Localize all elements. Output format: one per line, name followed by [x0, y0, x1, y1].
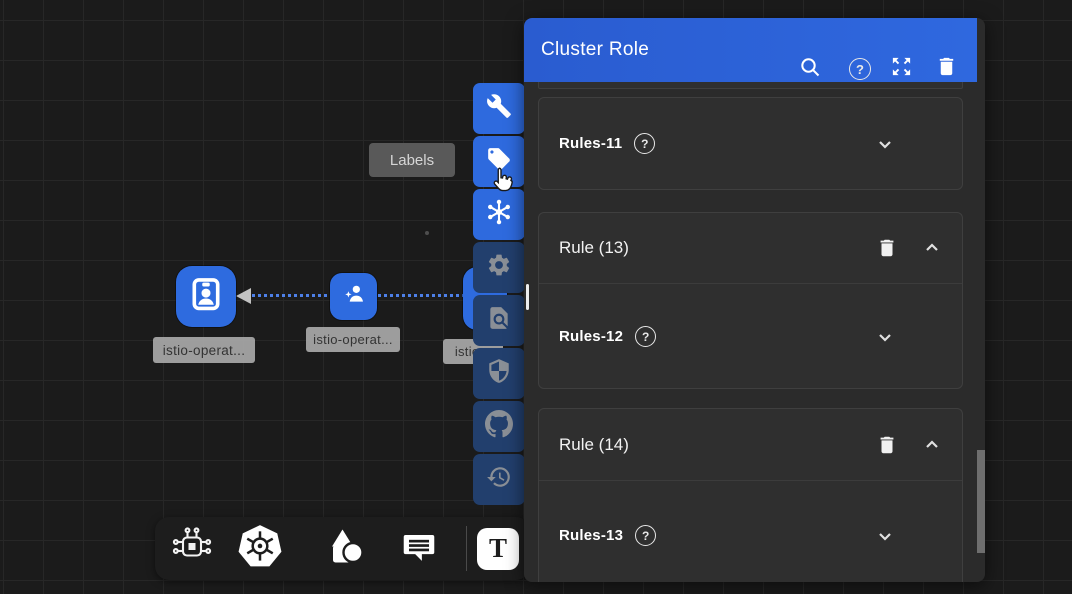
chevron-up-icon[interactable]: [920, 433, 944, 457]
node-label: istio-operat...: [153, 337, 255, 363]
field-row: Rules-12 ?: [539, 284, 962, 389]
rule-label: Rule (14): [559, 435, 629, 455]
trash-icon[interactable]: [875, 236, 899, 260]
shapes-icon: [323, 524, 367, 573]
shapes-tool-button[interactable]: [323, 524, 367, 573]
doc-search-button[interactable]: [473, 295, 525, 346]
delete-component-button[interactable]: [933, 56, 959, 82]
comment-tool-button[interactable]: [398, 525, 440, 572]
node-cluster-role[interactable]: [176, 266, 236, 327]
panel-title: Cluster Role: [541, 39, 649, 61]
rule-card: Rule (14) Rules-13 ?: [538, 408, 963, 582]
search-icon: [798, 55, 822, 84]
wrench-icon: [486, 93, 512, 124]
history-button[interactable]: [473, 454, 525, 505]
panel-scrollbar-thumb[interactable]: [977, 450, 985, 553]
comment-icon: [398, 525, 440, 572]
find-in-page-icon: [486, 305, 512, 336]
bottom-toolbar: T: [155, 517, 530, 580]
toolbar-divider: [466, 526, 467, 571]
trash-icon[interactable]: [875, 433, 899, 457]
id-badge-icon: [188, 276, 224, 317]
rule-card: Rule (13) Rules-12 ?: [538, 212, 963, 389]
help-icon[interactable]: ?: [635, 525, 656, 546]
field-row: Rules-13 ?: [539, 481, 962, 582]
hub-icon: [485, 198, 513, 231]
node-service-account[interactable]: [330, 273, 377, 320]
help-icon: ?: [849, 58, 871, 80]
text-tool-label: T: [477, 528, 519, 570]
hand-cursor-icon: [486, 165, 516, 195]
kubernetes-tool-button[interactable]: [237, 523, 283, 574]
expand-icon: [890, 55, 913, 83]
text-tool-button[interactable]: T: [477, 528, 519, 570]
circuit-tool-button[interactable]: [170, 524, 214, 573]
gear-icon: [486, 252, 512, 283]
chevron-up-icon[interactable]: [920, 236, 944, 260]
settings-button[interactable]: [473, 242, 525, 293]
field-label: Rules-13: [559, 527, 623, 544]
card-cutoff: [538, 82, 963, 89]
rules-card: Rules-11 ?: [538, 97, 963, 190]
field-label: Rules-11: [559, 135, 622, 152]
canvas-dot: [425, 231, 429, 235]
trash-icon: [935, 55, 958, 83]
help-icon[interactable]: ?: [634, 133, 655, 154]
mini-scrollbar-thumb[interactable]: [526, 284, 529, 310]
chevron-down-icon[interactable]: [873, 132, 897, 156]
github-button[interactable]: [473, 401, 525, 452]
rule-label: Rule (13): [559, 238, 629, 258]
edge-arrowhead-icon: [236, 288, 251, 304]
help-icon[interactable]: ?: [635, 326, 656, 347]
security-button[interactable]: [473, 348, 525, 399]
labels-tooltip: Labels: [369, 143, 455, 177]
expand-button[interactable]: [888, 56, 914, 82]
rule-header-row: Rule (14): [539, 409, 962, 481]
mesh-hub-button[interactable]: [473, 189, 525, 240]
chevron-down-icon[interactable]: [873, 524, 897, 548]
side-toolbar: [473, 83, 525, 505]
person-add-icon: [340, 280, 368, 313]
kubernetes-icon: [237, 523, 283, 574]
rule-header-row: Rule (13): [539, 213, 962, 284]
field-row: Rules-11 ?: [539, 98, 962, 189]
history-icon: [486, 464, 512, 495]
circuit-icon: [170, 524, 214, 573]
help-button[interactable]: ?: [847, 56, 873, 82]
field-label: Rules-12: [559, 328, 623, 345]
github-icon: [485, 410, 513, 443]
cluster-role-panel: Cluster Role ? Rules-11 ?: [524, 18, 985, 582]
chevron-down-icon[interactable]: [873, 325, 897, 349]
shield-icon: [486, 358, 512, 389]
search-button[interactable]: [797, 56, 823, 82]
tools-button[interactable]: [473, 83, 525, 134]
node-label: istio-operat...: [306, 327, 400, 352]
